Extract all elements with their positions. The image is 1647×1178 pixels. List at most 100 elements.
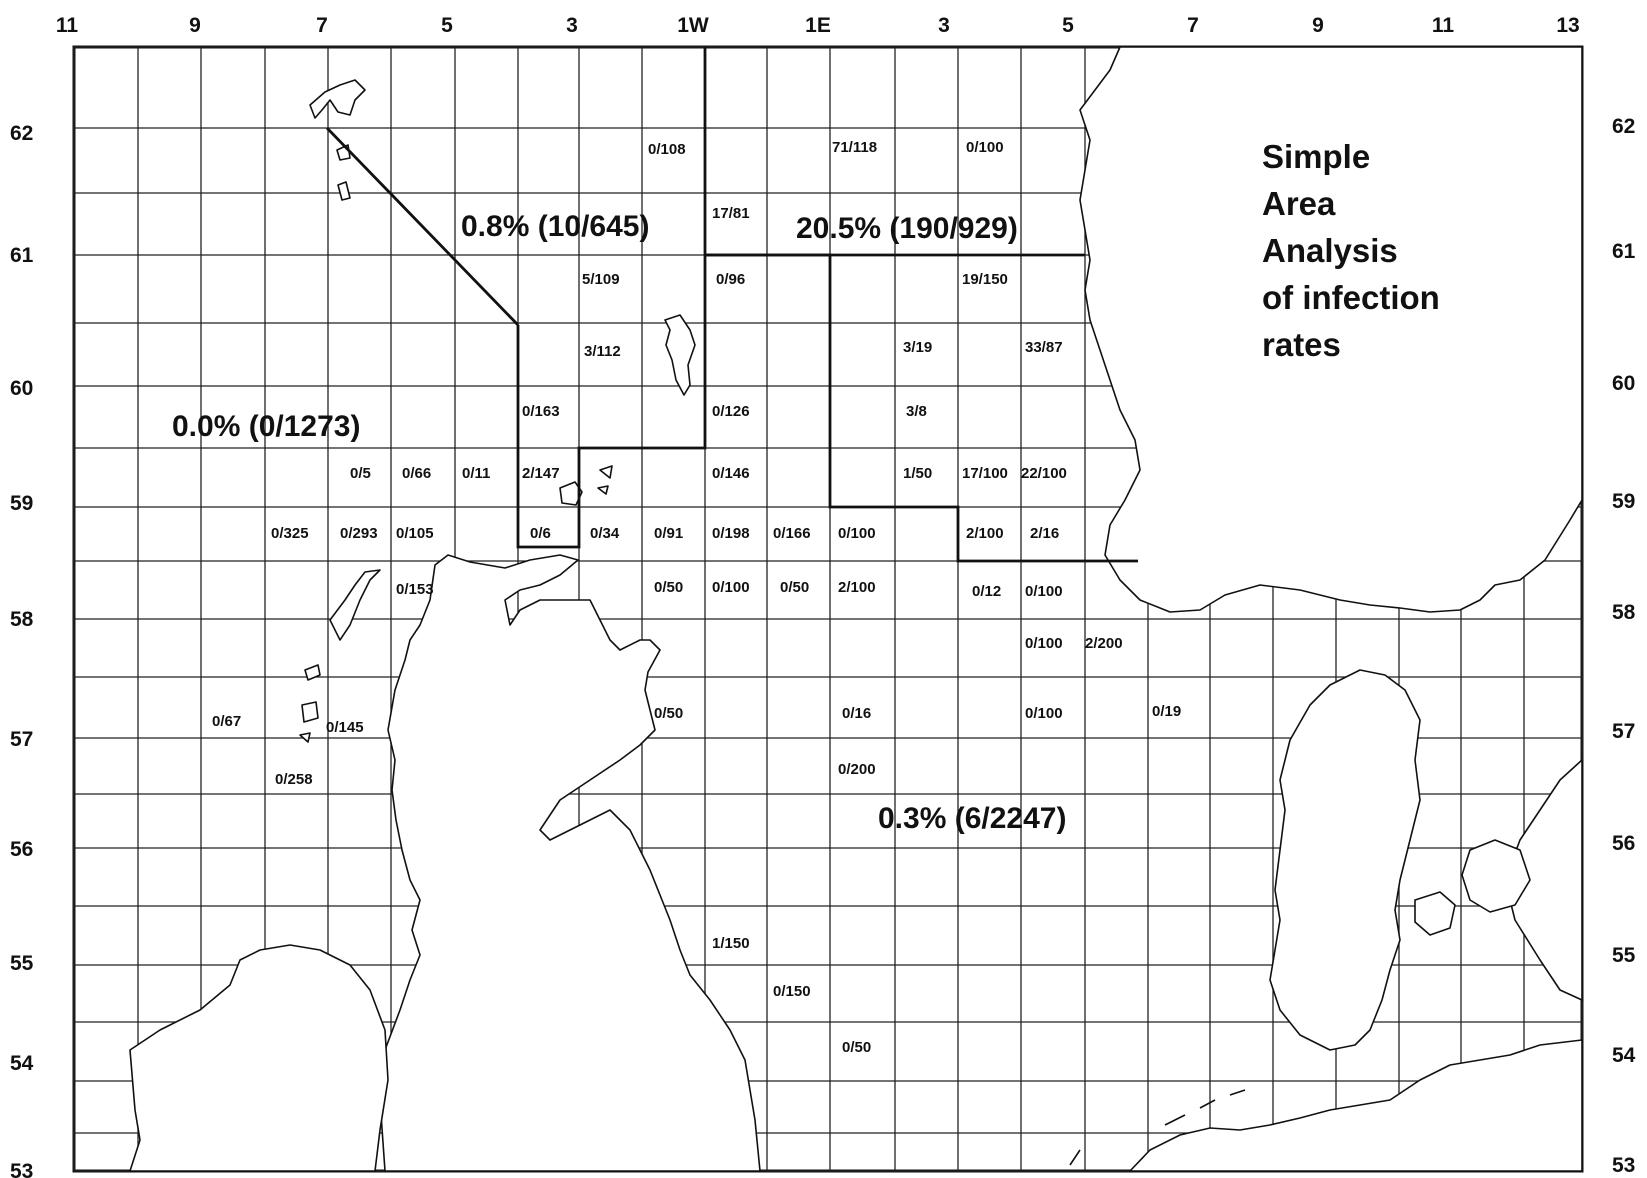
coast-faroes-c (337, 181, 351, 201)
cell-count: 3/19 (903, 339, 932, 356)
longitude-label: 3 (566, 14, 578, 37)
cell-count: 0/50 (654, 705, 683, 722)
latitude-label-left: 61 (10, 244, 34, 267)
cell-count: 2/16 (1030, 525, 1059, 542)
latitude-label-left: 60 (10, 377, 33, 400)
cell-count: 0/34 (590, 525, 620, 542)
cell-count: 2/100 (838, 579, 876, 596)
region-south-label: 0.3% (6/2247) (878, 802, 1066, 835)
latitude-label-right: 59 (1612, 490, 1635, 513)
cell-count: 0/108 (648, 141, 686, 158)
cell-count: 0/6 (530, 525, 551, 542)
coast-norway (1079, 46, 1583, 613)
cell-count: 2/200 (1085, 635, 1123, 652)
region-summaries: 0.0% (0/1273) 0.8% (10/645) 20.5% (190/9… (172, 210, 1066, 835)
title-line-5: rates (1262, 326, 1341, 363)
coast-frisian-islands (1069, 1089, 1246, 1166)
cell-count: 0/126 (712, 403, 750, 420)
latitude-label-left: 55 (10, 952, 34, 975)
cell-count: 0/163 (522, 403, 560, 420)
cell-count: 71/118 (832, 139, 877, 156)
longitude-label: 1E (805, 14, 831, 37)
coast-orkney-c (597, 485, 609, 495)
cell-count: 1/50 (903, 465, 932, 482)
cell-count: 0/11 (462, 465, 490, 482)
cell-count: 0/150 (773, 983, 811, 1000)
cell-count: 0/67 (212, 713, 241, 730)
coast-island-a (304, 664, 321, 681)
latitude-label-right: 56 (1612, 832, 1635, 855)
boundary-shetland-area (516, 47, 707, 549)
cell-count: 17/100 (962, 465, 1008, 482)
coastlines (129, 46, 1583, 1172)
cell-count: 0/5 (350, 465, 371, 482)
cell-count: 0/16 (842, 705, 871, 722)
title-line-4: of infection (1262, 279, 1440, 316)
latitude-label-right: 53 (1612, 1154, 1635, 1177)
longitude-label: 7 (316, 14, 328, 37)
cell-count: 0/100 (838, 525, 876, 542)
region-west-label: 0.0% (0/1273) (172, 410, 360, 443)
region-norway-label: 20.5% (190/929) (796, 212, 1018, 245)
cell-count: 0/100 (712, 579, 750, 596)
latitude-label-right: 62 (1612, 115, 1635, 138)
coast-zealand (1461, 839, 1531, 913)
longitude-label: 7 (1187, 14, 1199, 37)
title-line-3: Analysis (1262, 232, 1398, 269)
coast-ireland (129, 944, 389, 1172)
cell-count: 0/166 (773, 525, 811, 542)
map-title: Simple Area Analysis of infection rates (1262, 138, 1440, 363)
coast-hebrides (329, 569, 381, 641)
latitude-label-right: 60 (1612, 372, 1635, 395)
longitude-label: 5 (441, 14, 453, 37)
longitude-label: 5 (1062, 14, 1074, 37)
cell-count: 0/100 (1025, 705, 1063, 722)
coast-denmark (1269, 669, 1421, 1051)
latitude-label-right: 55 (1612, 944, 1636, 967)
coast-funen (1414, 891, 1456, 936)
coast-orkney-b (599, 465, 613, 479)
cell-count: 0/100 (966, 139, 1004, 156)
coast-faroes-b (336, 144, 351, 161)
region-shetland-label: 0.8% (10/645) (461, 210, 649, 243)
coast-island-c (299, 732, 311, 743)
latitude-label-left: 58 (10, 608, 34, 631)
cell-count: 0/200 (838, 761, 876, 778)
longitude-label: 3 (938, 14, 950, 37)
longitude-label: 9 (189, 14, 201, 37)
latitude-label-left: 56 (10, 838, 33, 861)
cell-count: 0/91 (654, 525, 683, 542)
cell-count: 19/150 (962, 271, 1008, 288)
cell-count: 0/19 (1152, 703, 1181, 720)
coast-great-britain (379, 554, 761, 1172)
title-line-1: Simple (1262, 138, 1370, 175)
latitude-label-left: 59 (10, 492, 33, 515)
latitude-label-right: 58 (1612, 601, 1636, 624)
longitude-label: 13 (1556, 14, 1579, 37)
latitude-label-left: 57 (10, 728, 33, 751)
latitude-label-left: 53 (10, 1160, 33, 1178)
cell-count: 0/66 (402, 465, 431, 482)
latitude-label-right: 54 (1612, 1044, 1636, 1067)
cell-count: 0/50 (780, 579, 809, 596)
cell-count: 0/146 (712, 465, 750, 482)
cell-count: 1/150 (712, 935, 750, 952)
cell-count: 0/105 (396, 525, 434, 542)
cell-count: 0/50 (842, 1039, 871, 1056)
cell-count: 0/12 (972, 583, 1001, 600)
latitude-label-right: 57 (1612, 720, 1635, 743)
cell-count: 2/147 (522, 465, 560, 482)
cell-count: 3/8 (906, 403, 927, 420)
longitude-label: 1W (677, 14, 709, 37)
cell-count: 0/258 (275, 771, 313, 788)
latitude-labels-right: 62 61 60 59 58 57 56 55 54 53 (1612, 115, 1636, 1177)
cell-count: 3/112 (584, 343, 621, 360)
coast-shetland (664, 314, 696, 396)
cell-count: 0/153 (396, 581, 434, 598)
cell-count: 0/100 (1025, 583, 1063, 600)
latitude-label-left: 54 (10, 1052, 34, 1075)
latitude-label-right: 61 (1612, 240, 1636, 263)
